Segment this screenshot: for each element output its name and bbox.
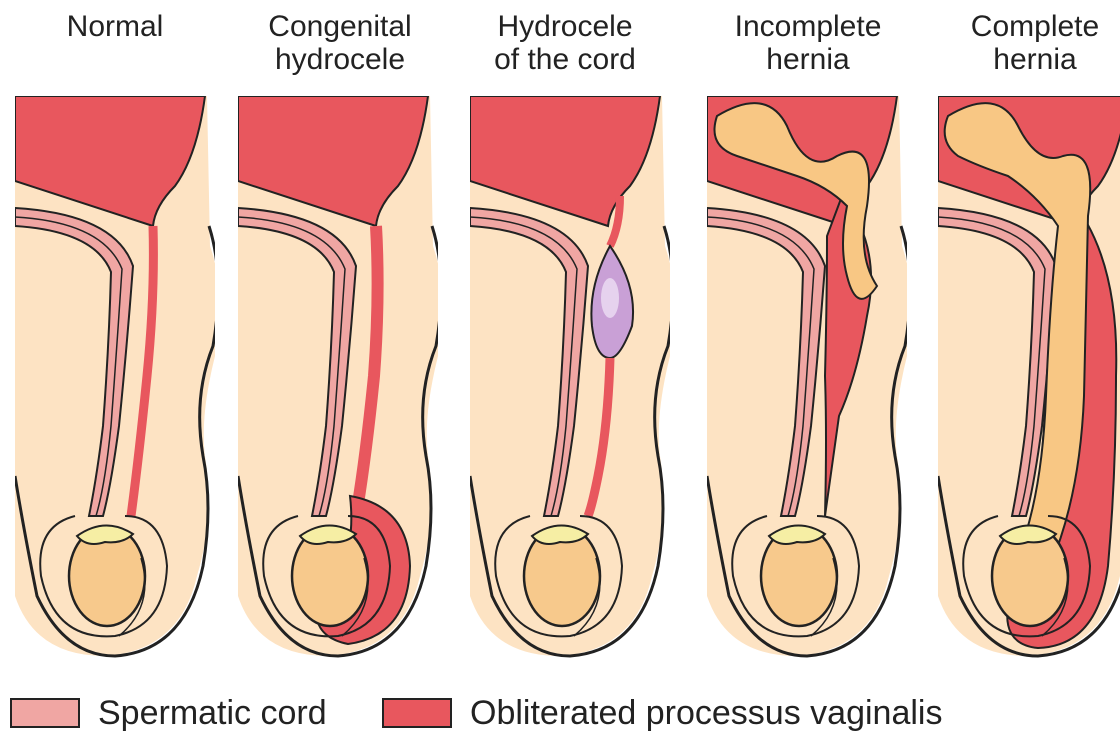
legend-label-obliterated-processus-vaginalis: Obliterated processus vaginalis xyxy=(470,694,942,733)
legend-item-spermatic-cord: Spermatic cord xyxy=(10,690,327,736)
legend-item-obliterated-processus-vaginalis: Obliterated processus vaginalis xyxy=(382,690,942,736)
panel-hydrocele-of-cord xyxy=(470,96,675,656)
panel-complete-hernia xyxy=(938,96,1120,656)
panel-incomplete-hernia xyxy=(707,96,912,656)
hydrocele-highlight xyxy=(601,278,619,318)
legend: Spermatic cord Obliterated processus vag… xyxy=(0,690,1120,736)
title-incomplete-hernia: Incomplete hernia xyxy=(708,10,908,76)
title-congenital-hydrocele: Congenital hydrocele xyxy=(240,10,440,76)
panel-titles: Normal Congenital hydrocele Hydrocele of… xyxy=(0,0,1120,96)
legend-label-spermatic-cord: Spermatic cord xyxy=(98,694,327,733)
title-hydrocele-of-the-cord: Hydrocele of the cord xyxy=(465,10,665,76)
title-normal: Normal xyxy=(15,10,215,43)
panel-normal xyxy=(15,96,220,656)
legend-swatch-obliterated-processus-vaginalis xyxy=(382,698,452,728)
title-complete-hernia: Complete hernia xyxy=(935,10,1120,76)
hydrocele-hernia-diagram xyxy=(0,96,1120,686)
panel-congenital-hydrocele xyxy=(238,96,443,656)
legend-swatch-spermatic-cord xyxy=(10,698,80,728)
